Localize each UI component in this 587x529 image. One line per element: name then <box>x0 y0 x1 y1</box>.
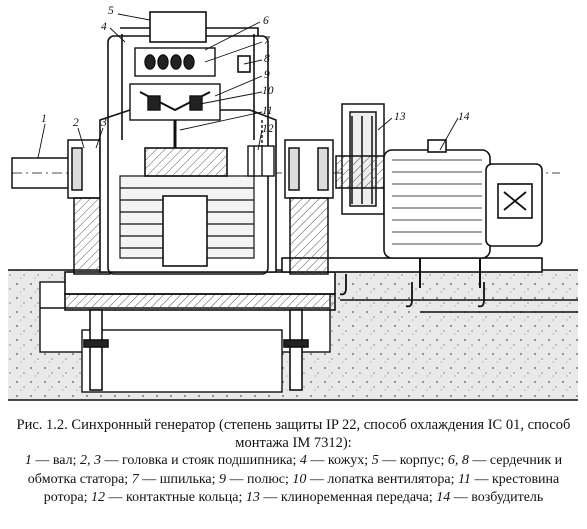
callout-5: 5 <box>108 5 114 17</box>
callout-4: 4 <box>101 21 107 33</box>
legend-number: 14 <box>436 489 451 505</box>
generator-drawing: 1 2 3 4 5 6 7 8 9 10 11 12 13 14 <box>8 5 578 401</box>
legend-text: — сердечник и обмотка статора; <box>27 453 563 487</box>
legend-text: — головка и стояк подшипника; <box>101 453 300 469</box>
legend-number: 10 <box>292 471 307 487</box>
legend-text: — крестовина ротора; <box>43 471 560 505</box>
belt-drive-13 <box>335 103 391 215</box>
legend-number: 7 <box>131 471 139 487</box>
legend-number: 1 <box>24 453 32 469</box>
callout-2: 2 <box>73 117 79 129</box>
legend-text: — возбудитель <box>450 489 544 505</box>
legend-item: 13 — клиноременная передача; <box>246 490 436 505</box>
cover-4 <box>121 34 255 140</box>
callout-14: 14 <box>458 111 470 123</box>
callout-6: 6 <box>263 15 269 27</box>
callout-9: 9 <box>264 69 270 81</box>
exciter-poles <box>129 47 221 148</box>
legend-item: 5 — корпус; <box>372 453 448 468</box>
legend-number: 11 <box>457 471 471 487</box>
legend-text: — контактные кольца; <box>105 489 246 505</box>
legend-text: — шпилька; <box>138 471 220 487</box>
callout-labels: 1 2 3 4 5 6 7 8 9 10 11 12 13 14 <box>41 5 470 135</box>
legend-item: 9 — полюс; <box>219 472 292 487</box>
legend-item: 12 — контактные кольца; <box>91 490 246 505</box>
base-frame <box>64 257 543 391</box>
legend-item: 11 — крестовина ротора; <box>44 472 560 505</box>
legend-number: 4 <box>299 453 307 469</box>
figure-caption: Рис. 1.2. Синхронный генератор (степень … <box>6 416 581 507</box>
exciter-14 <box>383 139 543 288</box>
callout-3: 3 <box>100 117 107 129</box>
anchor-bolts <box>83 309 309 391</box>
legend-item: 14 — возбудитель <box>436 490 543 505</box>
callout-12: 12 <box>262 123 274 135</box>
legend-item: 4 — кожух; <box>300 453 372 468</box>
leader-lines <box>37 13 459 159</box>
legend-item: 2, 3 — головка и стояк подшипника; <box>80 453 300 468</box>
legend-item: 1 — вал; <box>25 453 80 468</box>
slip-rings-12 <box>247 120 275 177</box>
legend-text: — корпус; <box>378 453 448 469</box>
generator-housing <box>99 11 277 275</box>
callout-8: 8 <box>264 53 270 65</box>
legend-text: — полюс; <box>226 471 293 487</box>
legend-text: — вал; <box>31 453 80 469</box>
callout-13: 13 <box>394 111 406 123</box>
legend-number: 2, 3 <box>80 453 101 469</box>
legend-number: 5 <box>371 453 379 469</box>
legend-number: 13 <box>245 489 260 505</box>
caption-title: Рис. 1.2. Синхронный генератор (степень … <box>16 417 571 452</box>
callout-7: 7 <box>264 35 271 47</box>
legend-number: 12 <box>91 489 106 505</box>
caption-legend: 1 — вал; 2, 3 — головка и стояк подшипни… <box>6 452 581 507</box>
legend-text: — клиноременная передача; <box>259 489 437 505</box>
callout-11: 11 <box>262 105 273 117</box>
legend-number: 9 <box>219 471 227 487</box>
lifting-hooks <box>339 274 485 308</box>
legend-text: — лопатка вентилятора; <box>306 471 458 487</box>
legend-text: — кожух; <box>306 453 372 469</box>
legend-number: 6, 8 <box>447 453 469 469</box>
bearing-pedestal-right <box>284 139 334 275</box>
legend-item: 10 — лопатка вентилятора; <box>292 472 458 487</box>
legend-item: 6, 8 — сердечник и обмотка статора; <box>28 453 562 486</box>
callout-1: 1 <box>41 113 47 125</box>
callout-10: 10 <box>262 85 274 97</box>
legend-item: 7 — шпилька; <box>132 472 219 487</box>
